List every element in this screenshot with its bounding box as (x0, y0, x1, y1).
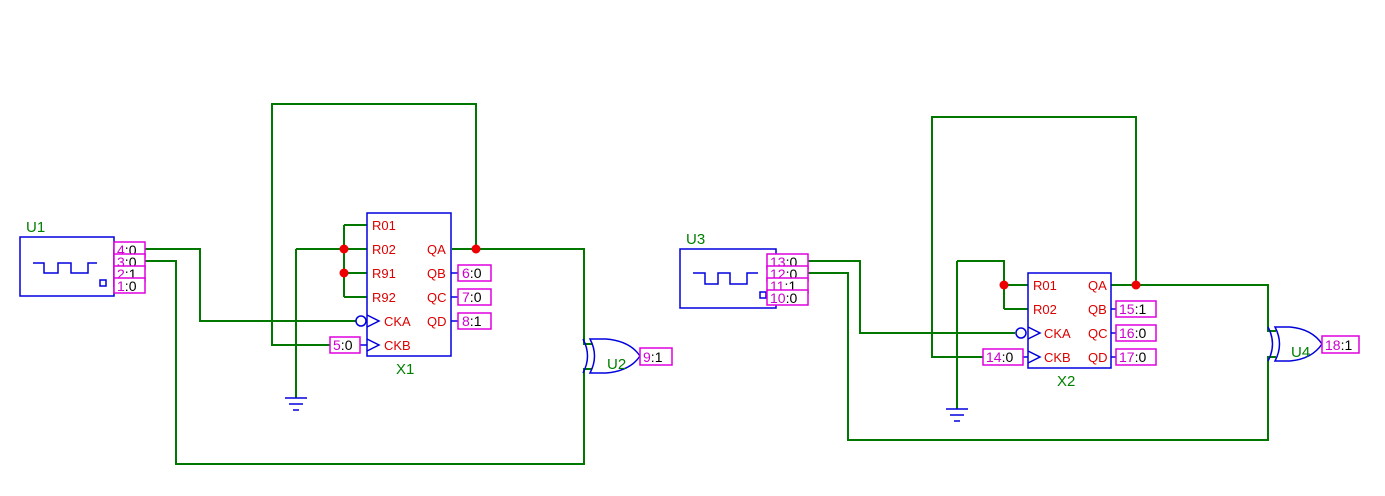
square-wave-icon (693, 272, 758, 285)
probe-9[interactable]: 9:1 (639, 347, 673, 366)
svg-text:3:0: 3:0 (117, 254, 137, 270)
refdes-u3: U3 (686, 231, 705, 248)
junction-dot (339, 244, 349, 254)
pin-qb-x1: QB (427, 266, 446, 281)
svg-text:18:1: 18:1 (1325, 337, 1352, 353)
pin-qa-x2: QA (1088, 278, 1107, 293)
wire-qa-feedback[interactable] (271, 103, 477, 346)
refdes-x2: X2 (1057, 373, 1075, 390)
svg-text:6:0: 6:0 (462, 265, 482, 281)
pin-r02-x2: R02 (1033, 302, 1057, 317)
svg-text:7:0: 7:0 (462, 289, 482, 305)
junction-dot (339, 268, 349, 278)
probe-16[interactable]: 16:0 (1115, 324, 1157, 342)
clock-triangle-icon (366, 314, 381, 328)
probe-7[interactable]: 7:0 (457, 288, 492, 306)
pin-r92-x1: R92 (372, 290, 396, 305)
wire-u1-to-u2[interactable] (145, 260, 592, 465)
clock-triangle-icon (366, 338, 381, 352)
inverter-bubble-icon (1015, 327, 1027, 339)
wire-u1-to-cka[interactable] (145, 248, 356, 322)
clock-generator-u1[interactable] (19, 236, 115, 297)
junction-dot (999, 280, 1009, 290)
wire-qa-feedback[interactable] (931, 116, 1137, 358)
probe-15[interactable]: 15:1 (1115, 300, 1157, 318)
svg-text:4:0: 4:0 (117, 242, 137, 258)
pin-qa-x1: QA (427, 242, 446, 257)
wire-qa-to-u2[interactable] (452, 248, 592, 345)
svg-text:1:0: 1:0 (117, 278, 137, 294)
pin-cka-x2: CKA (1044, 326, 1071, 341)
svg-text:2:1: 2:1 (117, 266, 137, 282)
wires-left (145, 103, 592, 465)
output-port-icon (759, 291, 767, 299)
wire-u3-to-cka[interactable] (808, 260, 1015, 334)
probe-17[interactable]: 17:0 (1115, 348, 1157, 366)
clock-triangle-icon (1027, 350, 1042, 364)
pin-qd-x1: QD (427, 314, 447, 329)
svg-text:5:0: 5:0 (333, 337, 353, 353)
probe-10[interactable]: 10:0 (766, 289, 809, 306)
wire-qa-to-u4[interactable] (1111, 284, 1276, 332)
ground-symbol-left (285, 397, 307, 411)
wire-u3-to-u4[interactable] (808, 272, 1276, 441)
clock-generator-u3[interactable] (679, 248, 777, 309)
clock-triangle-icon (1027, 326, 1042, 340)
wire-reset-bus[interactable] (957, 260, 1005, 309)
probe-14[interactable]: 14:0 (982, 348, 1024, 366)
refdes-u1: U1 (26, 219, 45, 236)
pin-qb-x2: QB (1088, 302, 1107, 317)
xor-gate-u4[interactable] (1267, 326, 1323, 362)
ground-symbol-right (946, 408, 968, 422)
circuit-right: U3 13:0 12:0 11:1 10:0 R01 R02 CKA CKB Q… (679, 116, 1360, 441)
output-port-icon (99, 279, 107, 287)
pin-ckb-x1: CKB (384, 338, 411, 353)
pin-r02-x1: R02 (372, 242, 396, 257)
svg-text:17:0: 17:0 (1119, 349, 1146, 365)
junction-dot (1131, 280, 1141, 290)
pin-cka-x1: CKA (384, 314, 411, 329)
svg-text:8:1: 8:1 (462, 313, 482, 329)
svg-text:14:0: 14:0 (986, 349, 1013, 365)
probe-18[interactable]: 18:1 (1321, 335, 1360, 354)
probe-5[interactable]: 5:0 (329, 336, 361, 354)
svg-text:9:1: 9:1 (643, 349, 663, 365)
junction-dot (471, 244, 481, 254)
pin-qd-x2: QD (1088, 350, 1108, 365)
pin-r01-x1: R01 (372, 218, 396, 233)
square-wave-icon (33, 262, 97, 274)
probe-8[interactable]: 8:1 (457, 312, 492, 330)
probe-1[interactable]: 1:0 (113, 277, 146, 294)
inverter-bubble-icon (355, 315, 367, 327)
refdes-u4: U4 (1291, 344, 1310, 361)
probe-6[interactable]: 6:0 (457, 264, 492, 282)
svg-text:16:0: 16:0 (1119, 325, 1146, 341)
refdes-u2: U2 (607, 356, 626, 373)
counter-x2[interactable]: R01 R02 CKA CKB QA QB QC QD (1015, 272, 1116, 369)
pin-ckb-x2: CKB (1044, 350, 1071, 365)
xor-gate-u2[interactable] (582, 338, 641, 374)
pin-r01-x2: R01 (1033, 278, 1057, 293)
counter-x1[interactable]: R01 R02 R91 R92 CKA CKB QA QB QC QD (355, 212, 458, 357)
pin-r91-x1: R91 (372, 266, 396, 281)
circuit-left: U1 4:0 3:0 2:1 1:0 R01 R02 R91 R92 CKA C… (19, 103, 673, 465)
pin-qc-x2: QC (1088, 326, 1108, 341)
pin-qc-x1: QC (427, 290, 447, 305)
svg-text:15:1: 15:1 (1119, 301, 1146, 317)
svg-text:10:0: 10:0 (770, 290, 797, 306)
refdes-x1: X1 (396, 361, 414, 378)
